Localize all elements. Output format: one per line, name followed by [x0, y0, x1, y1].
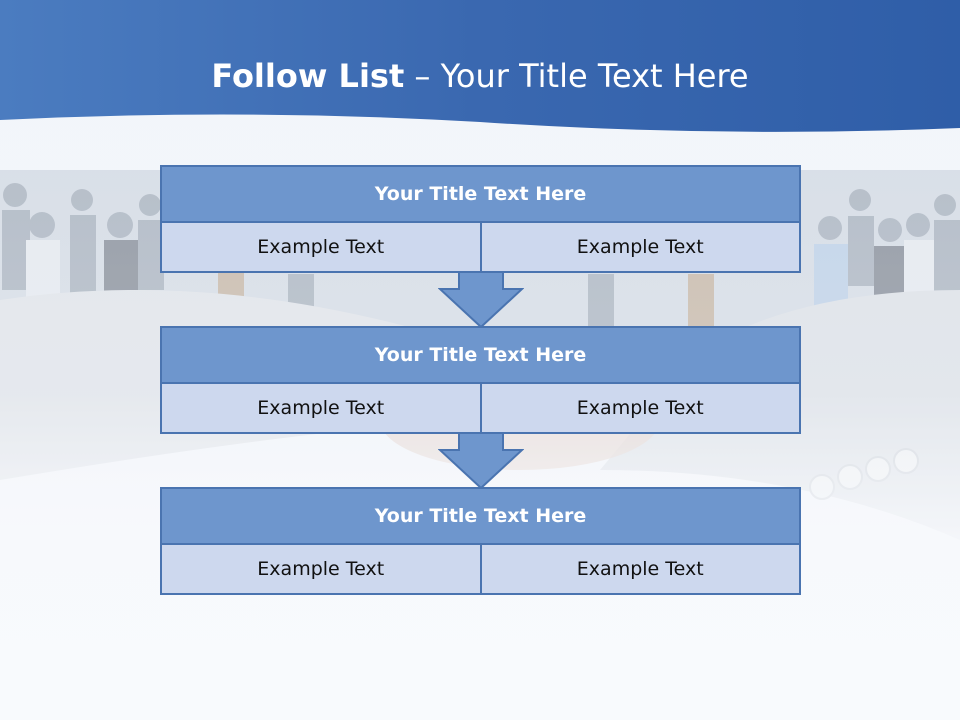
step-row: Example Text Example Text	[160, 223, 801, 273]
step-cell-right: Example Text	[481, 223, 801, 273]
step-title: Your Title Text Here	[160, 487, 801, 545]
step-cell-left: Example Text	[160, 545, 482, 595]
step-title: Your Title Text Here	[160, 165, 801, 223]
down-arrow-icon	[438, 432, 524, 490]
step-cell-right: Example Text	[481, 545, 801, 595]
down-arrow-icon	[438, 271, 524, 329]
slide-title: Follow List – Your Title Text Here	[0, 52, 960, 100]
slide-title-bold: Follow List	[211, 57, 405, 95]
step-cell-right: Example Text	[481, 384, 801, 434]
step-row: Example Text Example Text	[160, 384, 801, 434]
slide-title-rest: – Your Title Text Here	[404, 57, 749, 95]
header-band	[0, 0, 960, 132]
step-cell-left: Example Text	[160, 384, 482, 434]
step-1: Your Title Text Here Example Text Exampl…	[160, 165, 801, 273]
step-3: Your Title Text Here Example Text Exampl…	[160, 487, 801, 595]
step-title: Your Title Text Here	[160, 326, 801, 384]
step-cell-left: Example Text	[160, 223, 482, 273]
step-row: Example Text Example Text	[160, 545, 801, 595]
step-2: Your Title Text Here Example Text Exampl…	[160, 326, 801, 434]
